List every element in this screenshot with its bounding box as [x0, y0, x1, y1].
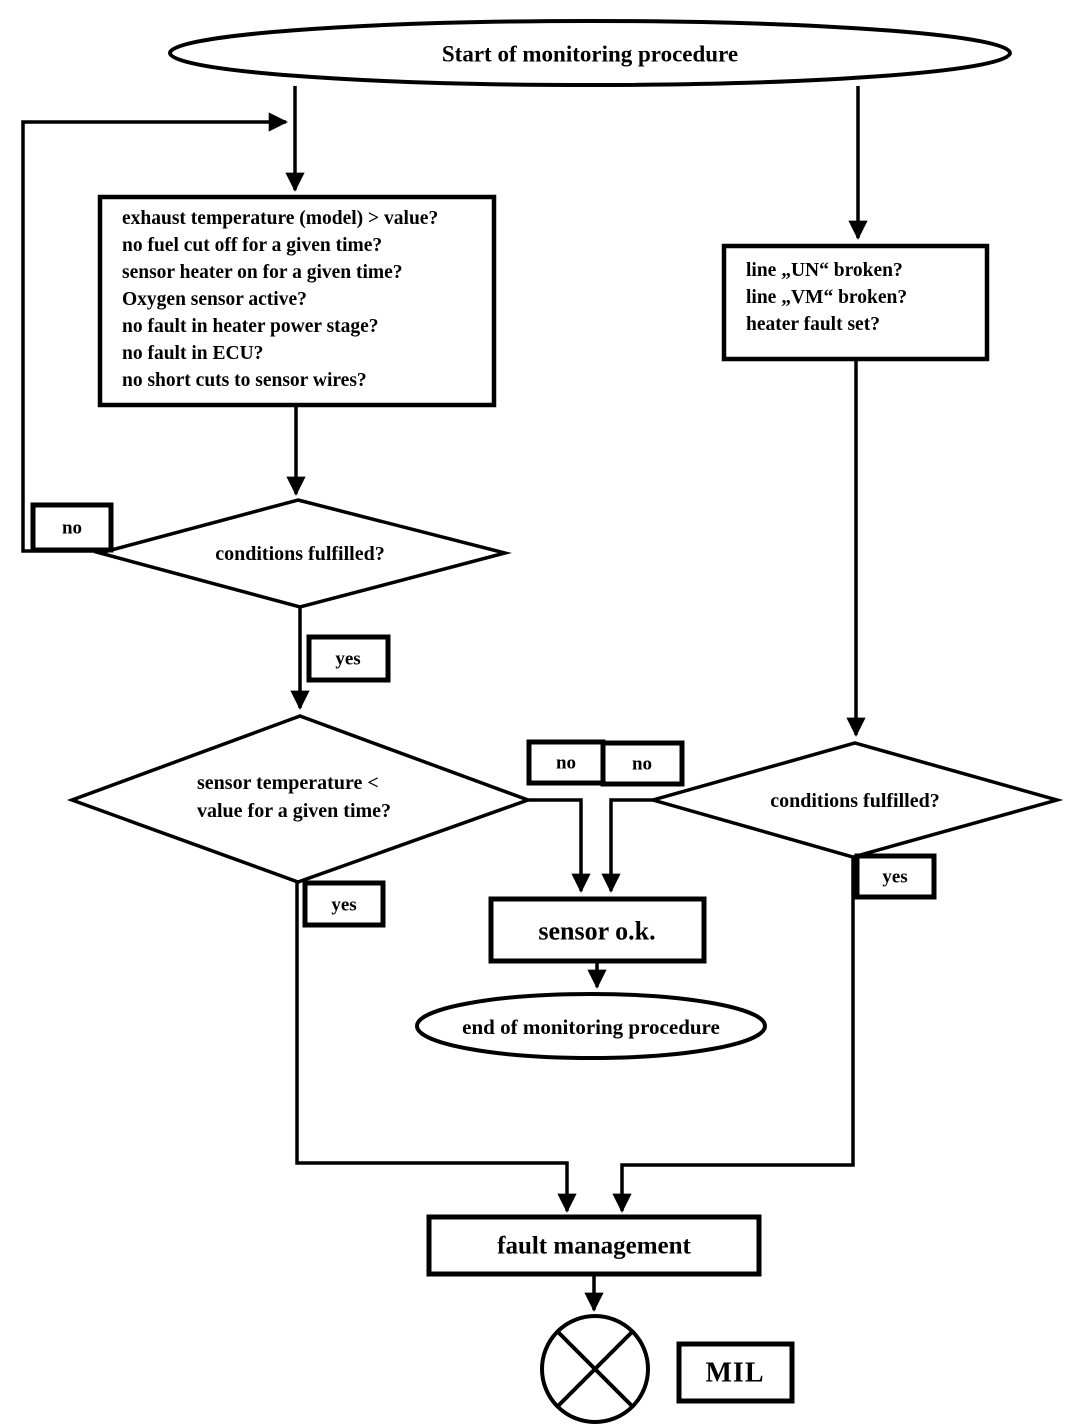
decision-conditions-fulfilled-right	[646, 741, 1064, 859]
entry-condition-line: no fuel cut off for a given time?	[122, 235, 382, 256]
start-label: Start of monitoring procedure	[442, 42, 738, 67]
entry-condition-line: no fault in ECU?	[122, 343, 263, 364]
label-no-decision2: no	[556, 753, 576, 774]
entry-conditions-box	[97, 194, 497, 408]
mil-label-box	[676, 1341, 795, 1404]
label-yes-decision1: yes	[335, 649, 360, 670]
heater-condition-line: line „VM“ broken?	[746, 287, 907, 308]
connector-decision3-yes-to-fault	[612, 857, 855, 1213]
label-no-decision3-box	[600, 740, 685, 787]
mil-lamp-icon	[540, 1314, 650, 1424]
heater-condition-line: line „UN“ broken?	[746, 260, 903, 281]
label-yes-decision3: yes	[882, 867, 907, 888]
label-yes-decision1-box	[306, 634, 391, 683]
entry-condition-line: exhaust temperature (model) > value?	[122, 208, 438, 229]
sensor-ok-label: sensor o.k.	[538, 917, 655, 946]
decision2-label-line2: value for a given time?	[197, 800, 391, 822]
end-ellipse	[415, 992, 767, 1060]
heater-condition-line: heater fault set?	[746, 314, 880, 335]
connector-decision3-no-to-sensor-ok	[601, 798, 653, 893]
heater-conditions-box	[721, 243, 990, 362]
entry-condition-line: Oxygen sensor active?	[122, 289, 307, 310]
label-yes-decision2: yes	[331, 895, 356, 916]
label-no-loop-box	[30, 502, 114, 553]
entry-condition-line: no short cuts to sensor wires?	[122, 370, 367, 391]
label-no-decision3: no	[632, 754, 652, 775]
mil-label: MIL	[706, 1358, 765, 1389]
label-no-loop: no	[62, 518, 82, 539]
entry-condition-line: sensor heater on for a given time?	[122, 262, 403, 283]
decision-conditions-fulfilled-left	[93, 498, 512, 609]
decision3-label: conditions fulfilled?	[770, 790, 939, 812]
label-no-decision2-box	[526, 739, 606, 786]
start-ellipse	[168, 19, 1012, 87]
decision2-label-line1: sensor temperature <	[197, 772, 379, 794]
entry-condition-line: no fault in heater power stage?	[122, 316, 379, 337]
end-label: end of monitoring procedure	[462, 1015, 720, 1039]
fault-management-label: fault management	[497, 1233, 691, 1260]
label-yes-decision2-box	[302, 880, 386, 928]
connector-decision2-yes-to-fault	[295, 880, 577, 1213]
label-yes-decision3-box	[854, 853, 937, 900]
decision1-label: conditions fulfilled?	[215, 543, 384, 565]
decision-sensor-temperature	[66, 714, 534, 884]
fault-management-box	[426, 1214, 762, 1277]
sensor-ok-box	[488, 896, 707, 964]
connector-decision2-no-to-sensor-ok	[528, 798, 591, 893]
